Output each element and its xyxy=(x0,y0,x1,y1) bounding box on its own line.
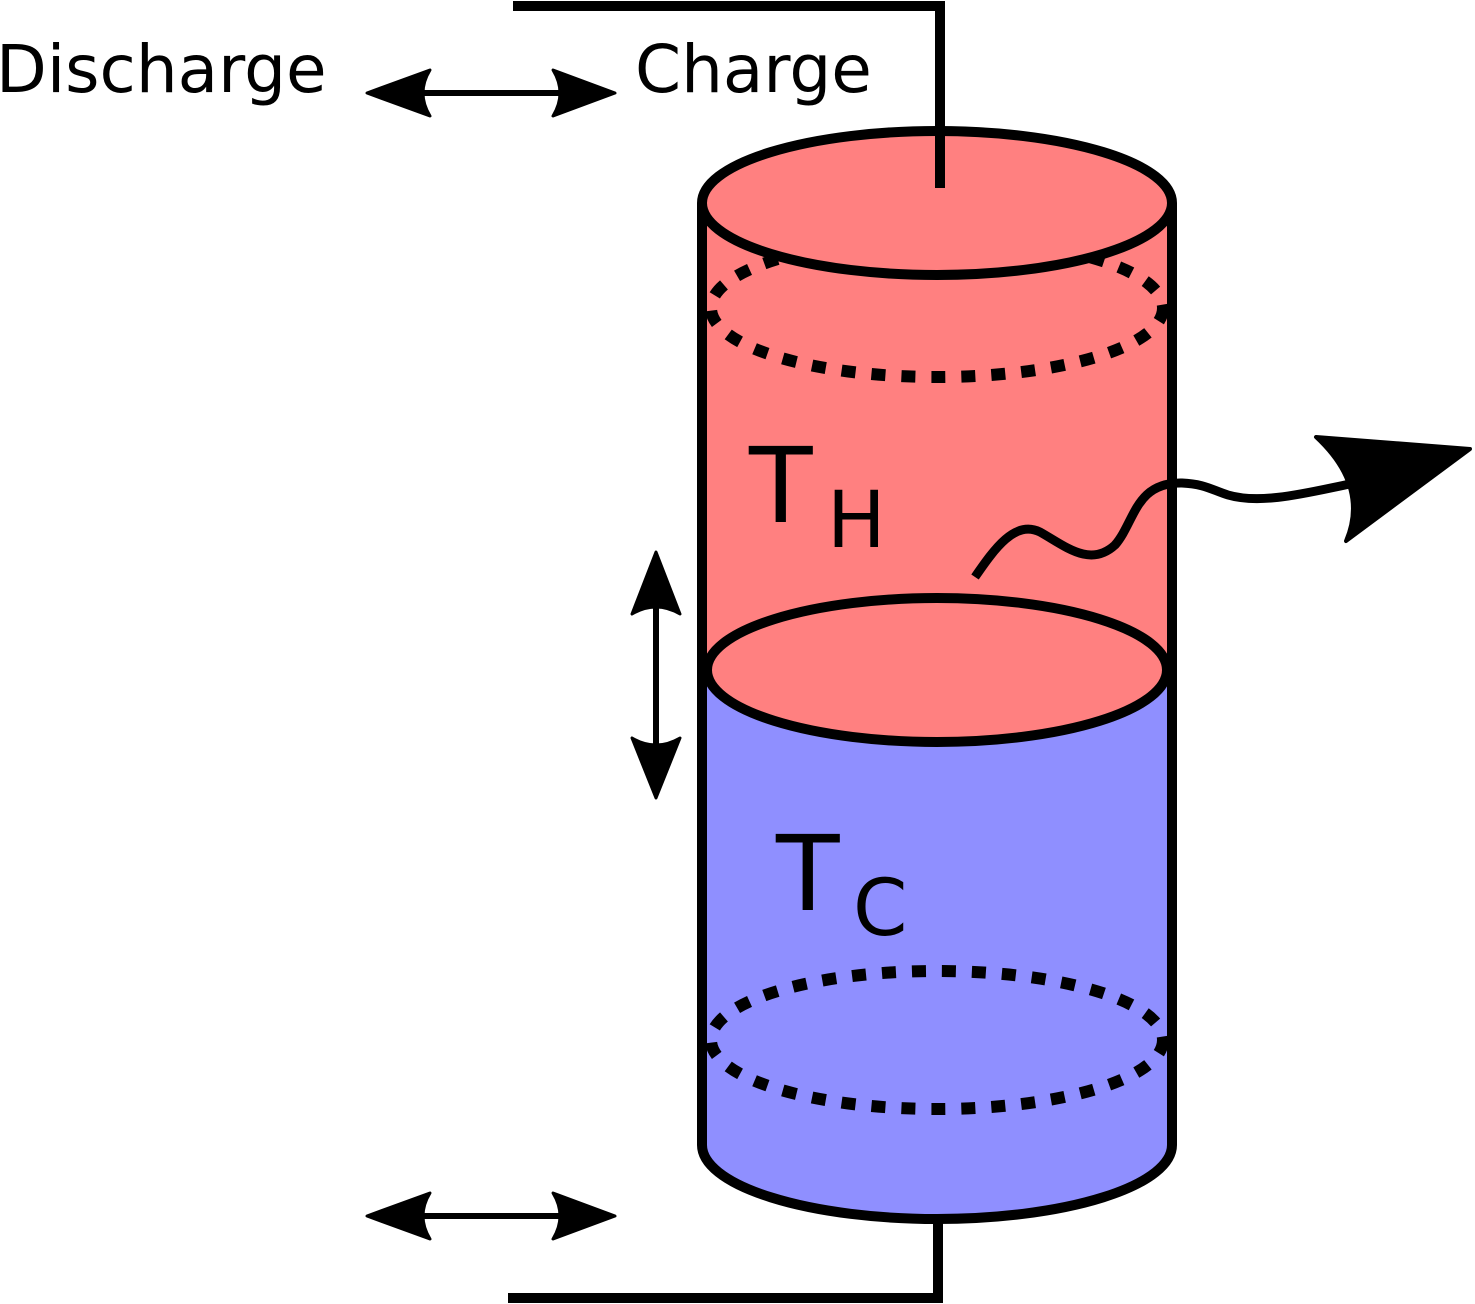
thermocline-disk xyxy=(702,593,1172,747)
hot-temperature-subscript: H xyxy=(827,476,886,566)
double-arrow-horizontal-icon xyxy=(365,1191,617,1241)
cold-fluid-region xyxy=(702,670,1172,1219)
arrow-head xyxy=(1314,435,1472,543)
wavy-arrow-icon xyxy=(971,478,1351,580)
lower-dotted-ring xyxy=(705,965,1169,1115)
double-arrow-vertical-icon xyxy=(630,550,682,800)
tank-outline xyxy=(697,203,1177,1224)
discharge-label: Discharge xyxy=(0,31,327,108)
heat-loss-arrow xyxy=(971,435,1472,580)
cold-temperature-symbol: T xyxy=(775,813,840,935)
cold-temperature-subscript: C xyxy=(853,864,907,954)
charge-label: Charge xyxy=(635,31,872,108)
double-arrow-horizontal-icon xyxy=(365,68,617,118)
hot-temperature-symbol: T xyxy=(748,425,813,547)
hot-fluid-region xyxy=(702,203,1172,670)
upper-dotted-ring xyxy=(705,233,1169,383)
